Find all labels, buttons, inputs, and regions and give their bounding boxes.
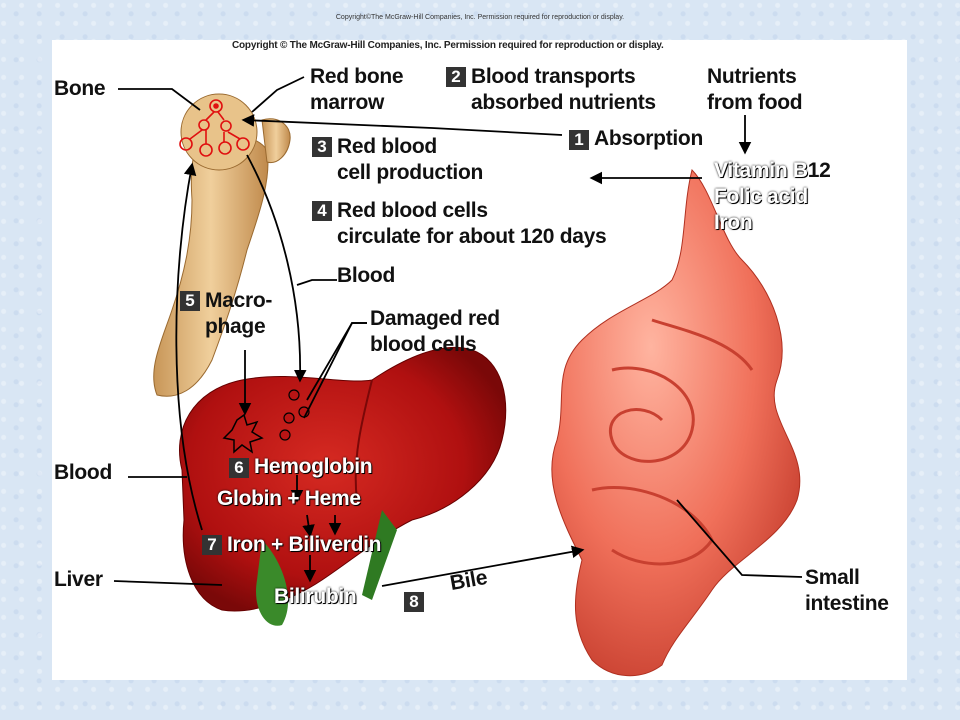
label-hemoglobin: Hemoglobin [254,455,373,478]
step-2-badge: 2 [446,67,466,87]
step-1-text: Absorption [594,127,703,150]
label-small-intestine-2: intestine [805,592,889,615]
label-iron-biliverdin: Iron + Biliverdin [227,533,382,556]
step-2-text-1: Blood transports [471,65,636,88]
step-3-text-2: cell production [337,161,484,184]
intestine-shape [551,169,801,677]
label-globin-heme: Globin + Heme [217,487,361,510]
marrow-cells [179,99,250,157]
figure-copyright: Copyright © The McGraw-Hill Companies, I… [232,40,664,51]
label-macrophage-1: Macro- [205,289,273,312]
label-small-intestine-1: Small [805,566,860,589]
step-3-badge: 3 [312,137,332,157]
macrophage-shape [222,413,264,454]
label-red-bone-marrow-1: Red bone [310,65,404,88]
label-blood-upper: Blood [337,264,395,287]
label-iron: Iron [714,211,753,234]
label-bilirubin: Bilirubin [274,585,357,608]
label-bone: Bone [54,77,106,100]
copyright-header: Copyright©The McGraw-Hill Companies, Inc… [335,14,625,21]
label-vitamin-b: Vitamin B12 [714,158,831,184]
label-blood-left: Blood [54,461,112,484]
step-1-badge: 1 [569,130,589,150]
vitamin-b-text: Vitamin B [714,159,808,182]
liver-shape [179,346,507,626]
label-damaged-1: Damaged red [370,307,500,330]
step-3-text-1: Red blood [337,135,437,158]
label-liver: Liver [54,568,103,591]
connector-lines [113,76,803,587]
bone-shape [153,93,291,397]
diagram-graphics [113,76,803,677]
label-red-bone-marrow-2: marrow [310,91,385,114]
label-nutrients-2: from food [707,91,803,114]
step-7-badge: 7 [202,535,222,555]
vitamin-b-sub: 12 [807,159,831,182]
step-5-badge: 5 [180,291,200,311]
step-4-text-1: Red blood cells [337,199,488,222]
step-4-badge: 4 [312,201,332,221]
label-nutrients-1: Nutrients [707,65,797,88]
step-8-badge: 8 [404,592,424,612]
label-folic-acid: Folic acid [714,185,808,208]
step-6-badge: 6 [229,458,249,478]
step-4-text-2: circulate for about 120 days [337,225,607,248]
label-damaged-2: blood cells [370,333,477,356]
step-2-text-2: absorbed nutrients [471,91,656,114]
label-macrophage-2: phage [205,315,266,338]
figure-panel: Copyright © The McGraw-Hill Companies, I… [52,40,907,680]
